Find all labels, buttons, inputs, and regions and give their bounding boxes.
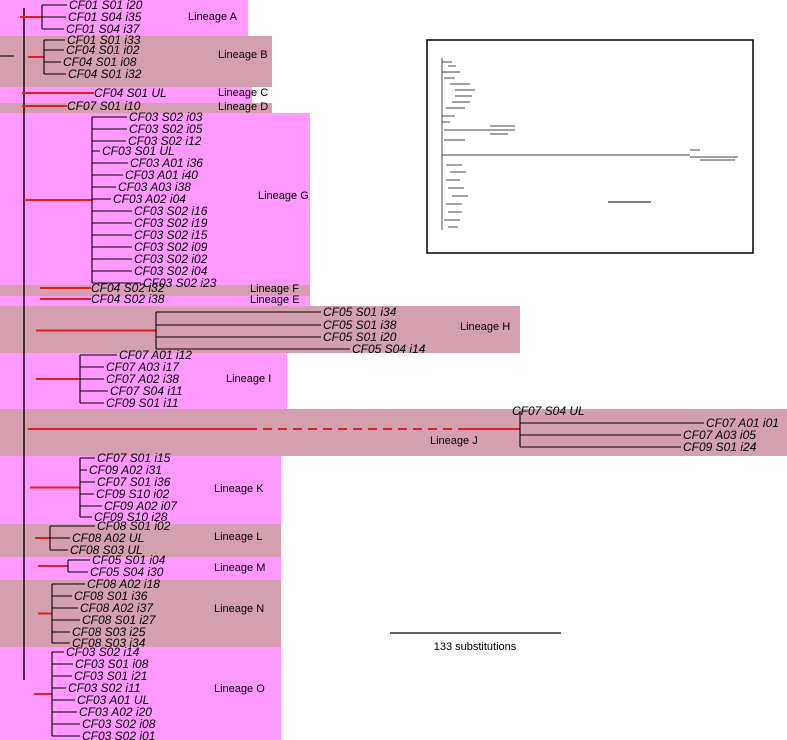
leaf-label: CF03 S01 UL [102,144,175,158]
leaf-label: CF08 S01 i02 [97,519,171,533]
lineage-label: Lineage J [430,435,478,447]
lineage-label: Lineage B [218,49,268,61]
lineage-band [0,296,310,306]
lineage-label: Lineage C [218,87,268,99]
leaf-label: CF03 S02 i05 [129,122,203,136]
lineage-label: Lineage N [214,603,264,615]
leaf-label: CF08 A02 i37 [80,601,154,615]
inset-overview-tree [426,39,754,254]
leaf-label: CF03 S02 i16 [134,204,208,218]
lineage-label: Lineage A [188,11,238,23]
leaf-label: CF05 S04 i14 [352,342,426,356]
leaf-label: CF07 A01 i12 [119,348,192,362]
leaf-label: CF05 S01 i38 [323,318,397,332]
leaf-label: CF04 S02 i38 [91,292,165,306]
lineage-labels: Lineage A Lineage B Lineage C Lineage D Line… [188,11,510,695]
inset-frame [426,39,754,254]
lineage-band [0,456,281,524]
lineage-label: Lineage M [214,562,265,574]
leaf-label: CF03 S02 i15 [134,228,208,242]
leaf-label: CF08 S03 i34 [72,636,146,650]
leaf-label: CF07 S04 UL [512,404,585,418]
leaf-label: CF01 S04 i35 [68,10,142,24]
leaf-label: CF03 S02 i12 [128,134,202,148]
leaf-label: CF04 S01 i08 [63,55,137,69]
lineage-label: Lineage F [250,283,299,295]
lineage-label: Lineage I [226,373,271,385]
leaf-label: CF08 S03 i25 [72,625,146,639]
lineage-label: Lineage D [218,101,268,113]
leaf-label: CF09 S01 i11 [106,396,179,410]
leaf-label: CF05 S04 i30 [90,565,164,579]
leaf-label: CF03 S01 i21 [74,669,147,683]
leaf-label: CF03 A01 i40 [125,168,198,182]
leaf-label: CF07 A03 i17 [106,360,180,374]
leaf-label: CF05 S01 i20 [323,330,397,344]
leaf-label: CF01 S01 i20 [69,0,143,12]
scale-bar-label: 133 substitutions [434,641,517,653]
inset-tree-branches [441,58,738,230]
leaf-label: CF05 S01 i04 [92,553,166,567]
leaf-label: CF03 S02 i23 [143,276,217,290]
leaf-label: CF04 S01 UL [94,86,167,100]
leaf-label: CF03 A02 i04 [113,192,186,206]
leaf-label: CF03 A03 i38 [118,180,191,194]
leaf-label: CF05 S01 i34 [323,305,397,319]
leaf-label: CF03 S01 i08 [75,657,149,671]
leaf-label: CF09 S10 i28 [94,510,168,524]
lineage-label: Lineage O [214,683,265,695]
leaf-label: CF01 S04 i37 [66,22,141,36]
lineage-band [0,409,787,456]
leaf-label: CF03 A01 UL [77,693,149,707]
leaf-label: CF04 S01 i02 [66,43,140,57]
leaf-label: CF08 S01 i27 [82,613,157,627]
leaf-label: CF01 S01 i33 [67,33,141,47]
leaf-label: CF08 S03 UL [70,543,143,557]
leaf-label: CF07 A02 i38 [106,372,179,386]
leaf-label: CF03 S02 i11 [68,681,141,695]
leaf-label: CF03 S02 i03 [129,110,203,124]
leaf-label: CF09 A02 i07 [104,499,178,513]
leaf-label: CF07 A03 i05 [683,428,756,442]
leaf-label: CF03 S02 i09 [134,240,208,254]
leaf-label: CF03 S02 i01 [82,729,155,740]
leaf-label: CF03 S02 i08 [82,717,156,731]
leaf-label: CF03 A01 i36 [130,156,203,170]
lineage-band [0,557,281,580]
lineage-label: Lineage H [460,321,510,333]
leaf-label: CF09 A02 i31 [89,463,162,477]
leaf-label: CF07 A01 i01 [706,416,779,430]
leaf-label: CF04 S02 i32 [91,281,165,295]
lineage-band [0,103,272,113]
leaf-label: CF08 S01 i36 [74,589,148,603]
leaf-label: CF04 S01 i32 [68,67,142,81]
lineage-band [0,524,281,557]
leaf-label: CF03 S02 i14 [66,645,140,659]
lineage-band [0,353,287,409]
leaf-label: CF03 S02 i19 [134,216,208,230]
leaf-label: CF07 S01 i36 [97,475,171,489]
leaf-label: CF07 S01 i15 [97,451,171,465]
leaf-label: CF08 A02 UL [72,531,144,545]
lineage-label: Lineage K [214,483,264,495]
tree-branches [0,4,704,737]
lineage-label: Lineage E [250,294,300,306]
lineage-label: Lineage G [258,190,309,202]
lineage-label: Lineage L [214,531,262,543]
leaf-label: CF07 S04 i11 [110,384,183,398]
leaf-label: CF03 S02 i04 [134,264,208,278]
leaf-label: CF09 S10 i02 [96,487,170,501]
leaf-label: CF07 S01 i10 [67,99,141,113]
lineage-band [0,285,310,296]
leaf-label: CF09 S01 i24 [683,440,757,454]
leaf-label: CF03 A02 i20 [79,705,152,719]
leaf-label: CF08 A02 i18 [87,577,160,591]
leaf-label: CF03 S02 i02 [134,252,208,266]
lineage-band [0,87,252,103]
